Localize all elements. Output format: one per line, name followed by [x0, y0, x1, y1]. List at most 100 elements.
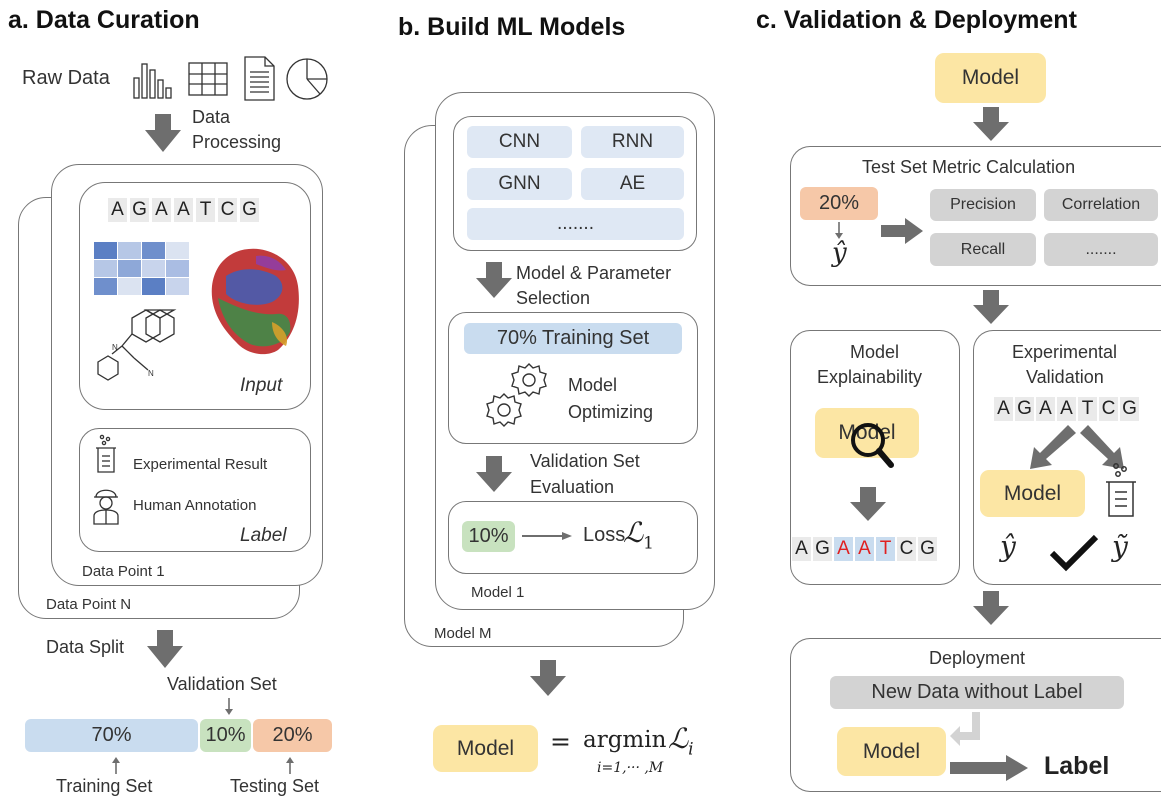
exp-label-2: Validation: [1026, 367, 1104, 387]
beaker-icon-exp: [1106, 463, 1136, 517]
new-data-pill: New Data without Label: [830, 676, 1124, 709]
metric-correlation: Correlation: [1044, 189, 1158, 221]
model-top: Model: [935, 53, 1046, 103]
selection-arrow: [476, 262, 512, 298]
base-highlighted: A: [834, 537, 853, 561]
explain-label-1: Model: [850, 342, 900, 362]
document-icon: [244, 56, 275, 101]
y-hat-exp: ŷ: [1000, 530, 1016, 563]
data-processing-label-1: Data: [192, 107, 231, 127]
model-gnn: GNN: [467, 168, 572, 200]
gears-icon: [486, 363, 547, 427]
argmin-loss: ℒi: [668, 722, 694, 760]
label-arrow: [950, 755, 1028, 781]
validation-label-2: Evaluation: [530, 477, 615, 497]
testing-set-pointer: [286, 757, 294, 774]
split-test: 20%: [253, 719, 332, 752]
model-more: .......: [467, 208, 684, 240]
metric-title: Test Set Metric Calculation: [862, 157, 1076, 177]
model-box: Model: [433, 725, 538, 772]
label-output: Label: [1044, 752, 1110, 780]
model-cnn: CNN: [467, 126, 572, 158]
validation-pct: 10%: [462, 521, 515, 552]
input-sequence: A G A A T C G: [108, 198, 259, 222]
deploy-model: Model: [837, 727, 946, 776]
label-box: [79, 428, 311, 552]
base: C: [897, 537, 916, 561]
base: G: [240, 198, 259, 222]
model-1-label: Model 1: [471, 584, 525, 601]
model-rnn: RNN: [581, 126, 684, 158]
worker-icon: [93, 489, 119, 525]
selection-label-1: Model & Parameter: [516, 263, 672, 283]
base: G: [1120, 397, 1139, 421]
input-label: Input: [240, 375, 283, 396]
base-highlighted: A: [855, 537, 874, 561]
beaker-icon: [96, 434, 116, 473]
test-pct: 20%: [800, 187, 878, 220]
check-icon: [1049, 534, 1099, 572]
base: A: [994, 397, 1013, 421]
data-point-n-label: Data Point N: [46, 596, 132, 613]
bar-chart-icon: [133, 63, 172, 99]
base: G: [130, 198, 149, 222]
data-point-1-label: Data Point 1: [82, 563, 165, 580]
base: G: [813, 537, 832, 561]
data-split-label: Data Split: [46, 637, 125, 657]
validation-set-label: Validation Set: [167, 674, 277, 694]
y-hat-metric: ŷ: [832, 238, 847, 268]
loss-symbol: ℒ1: [623, 516, 654, 554]
tissue-image: [211, 248, 299, 355]
return-arrow: [950, 712, 980, 746]
base: T: [1078, 397, 1097, 421]
split-val: 10%: [200, 719, 251, 752]
validation-arrow: [476, 456, 512, 492]
explain-sequence: A G A A T C G: [792, 537, 937, 561]
branch-arrows: [1030, 425, 1124, 469]
data-processing-label-2: Processing: [192, 132, 282, 152]
loss-symbol-subscript: 1: [643, 533, 654, 554]
argmin-text: argmin: [583, 727, 667, 753]
base: A: [108, 198, 127, 222]
argmin-loss-letter: ℒ: [668, 722, 689, 755]
y-tilde: ỹ: [1112, 530, 1128, 563]
final-arrow: [530, 660, 566, 696]
validation-set-pointer: [225, 698, 233, 715]
base: A: [174, 198, 193, 222]
base-highlighted: T: [876, 537, 895, 561]
base: A: [1036, 397, 1055, 421]
loss-symbol-letter: ℒ: [623, 516, 644, 549]
panel-a-heading: a. Data Curation: [8, 6, 200, 34]
molecule-icon: N N: [97, 309, 177, 381]
base: C: [218, 198, 237, 222]
argmin-loss-subscript: i: [688, 739, 694, 760]
base: A: [1057, 397, 1076, 421]
loss-arrow: [522, 532, 572, 540]
pie-chart-icon: [286, 58, 328, 100]
metric-more: .......: [1044, 233, 1158, 266]
explain-label-2: Explainability: [817, 367, 923, 387]
model-m-label: Model M: [434, 625, 492, 642]
optimizing-label-2: Optimizing: [568, 402, 654, 422]
svg-text:N: N: [148, 369, 154, 378]
test-pct-pointer: [835, 222, 843, 239]
arrow-explain: [850, 487, 886, 521]
training-set-label: Training Set: [56, 776, 153, 796]
split-train: 70%: [25, 719, 198, 752]
label-label: Label: [240, 525, 287, 546]
base: C: [1099, 397, 1118, 421]
argmin-subscript: i=1,··· ,M: [597, 760, 664, 776]
experimental-box: [973, 330, 1161, 585]
base: A: [792, 537, 811, 561]
metric-precision: Precision: [930, 189, 1036, 221]
base: T: [196, 198, 215, 222]
optimizing-label-1: Model: [568, 375, 618, 395]
model-ae: AE: [581, 168, 684, 200]
selection-label-2: Selection: [516, 288, 591, 308]
data-split-arrow: [147, 630, 183, 668]
arrow-c3: [973, 591, 1009, 625]
base: G: [918, 537, 937, 561]
exp-sequence: A G A A T C G: [994, 397, 1139, 421]
arrow-c2: [973, 290, 1009, 324]
metric-recall: Recall: [930, 233, 1036, 266]
